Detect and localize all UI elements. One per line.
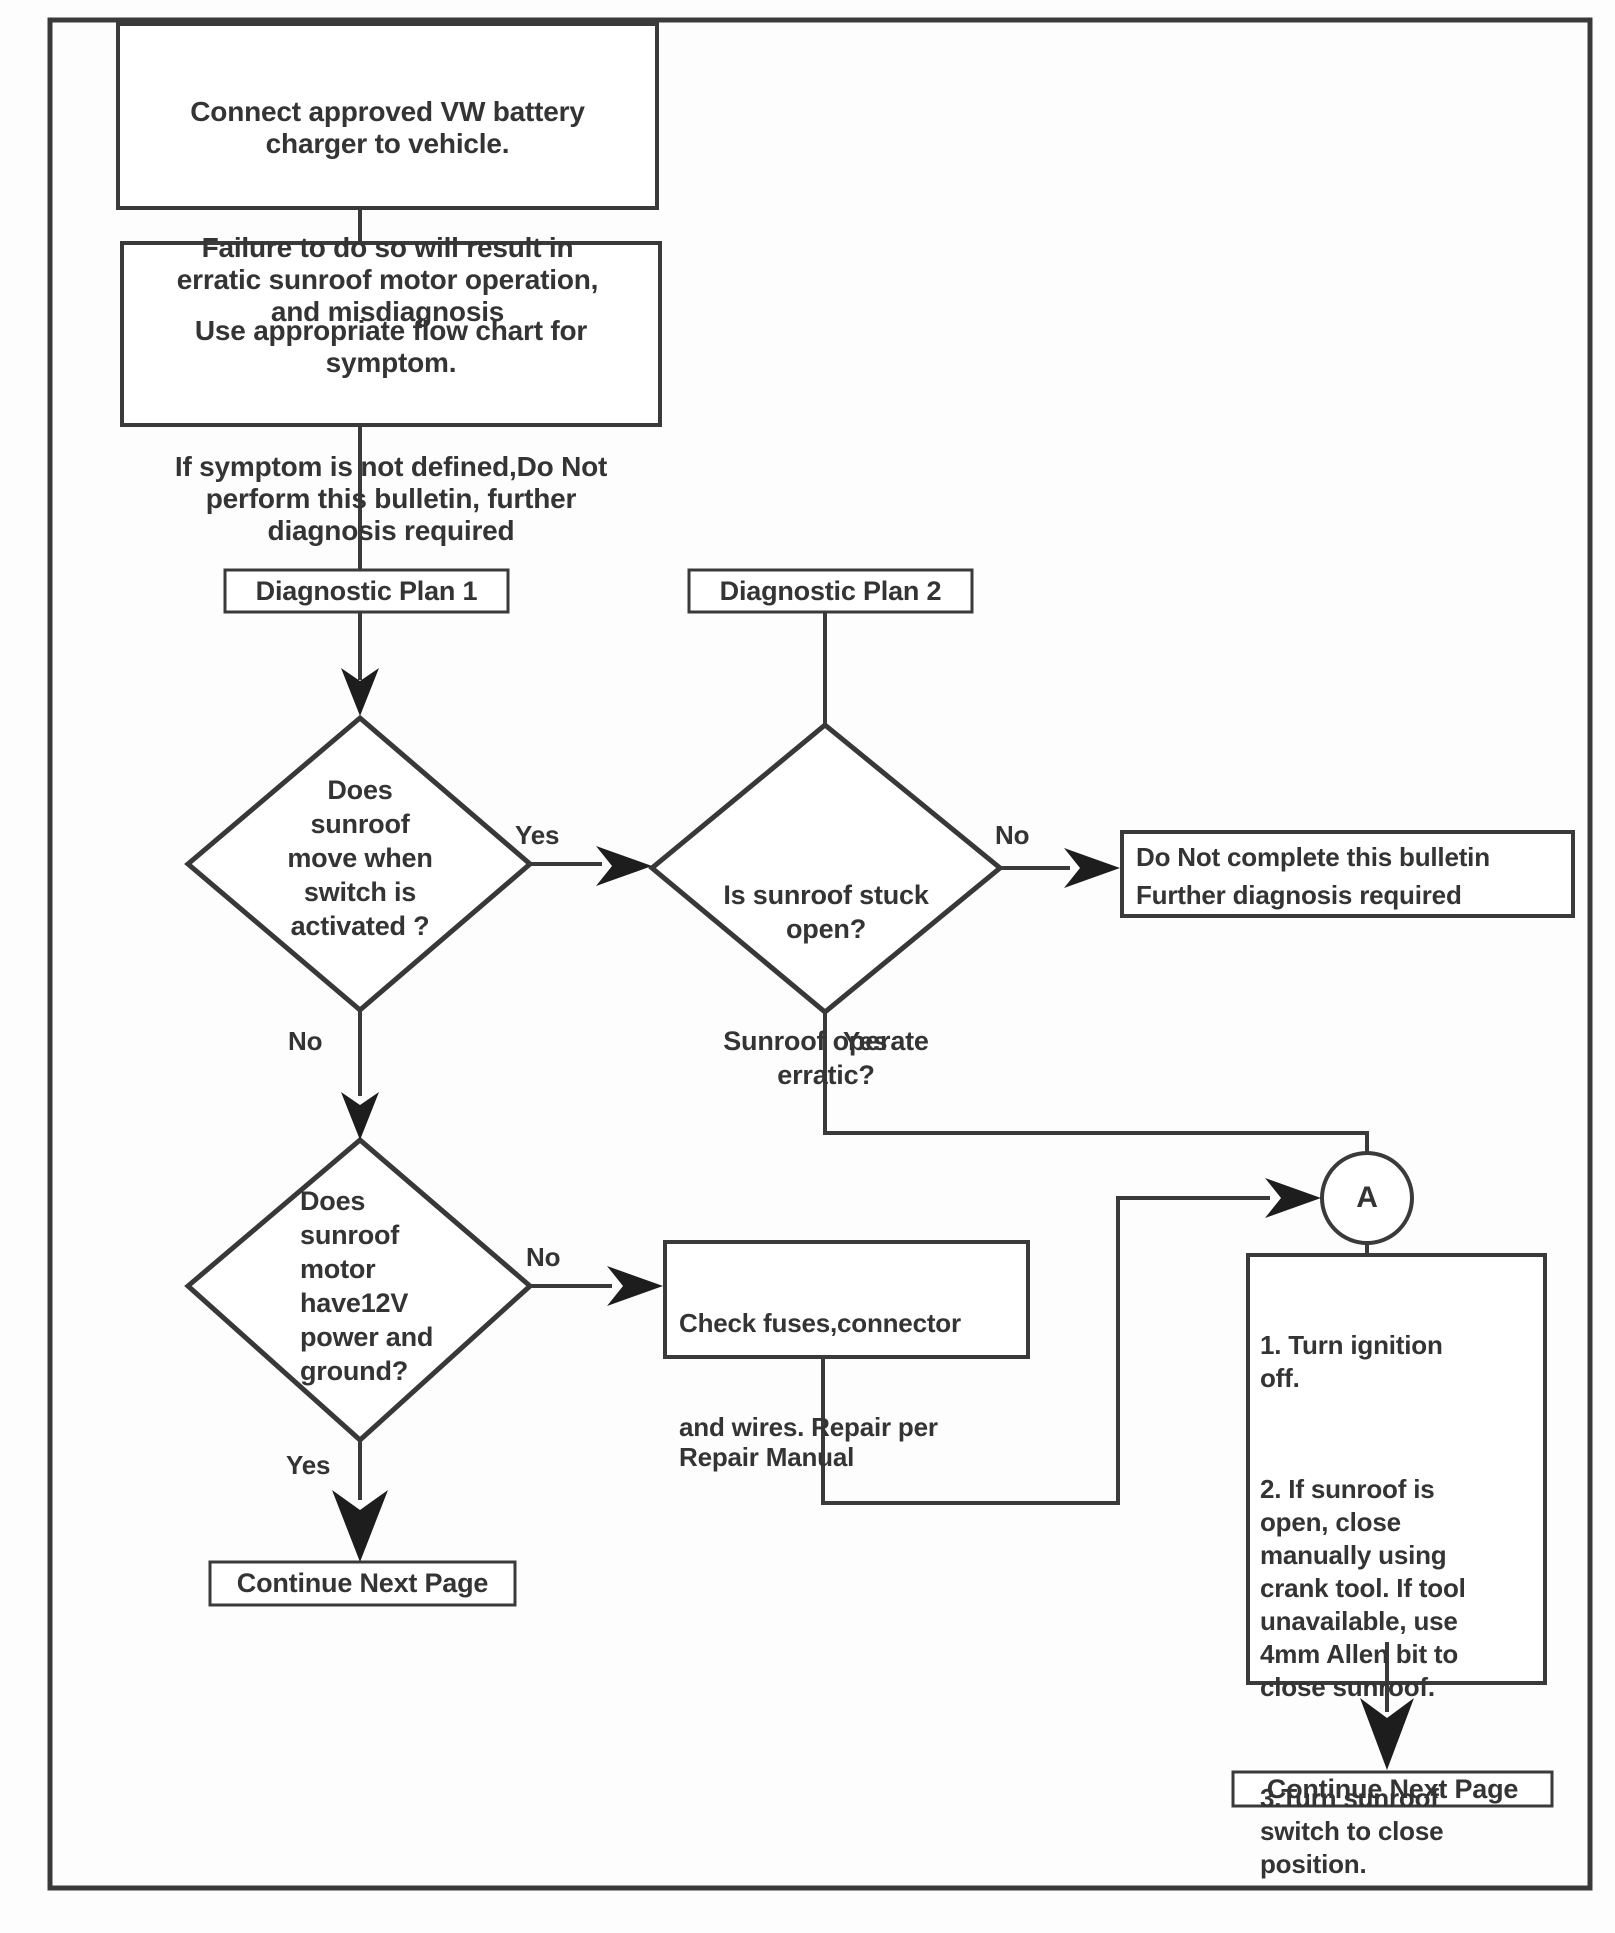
start-box-line1: Connect approved VW battery charger to v… — [190, 96, 585, 159]
plan2-label: Diagnostic Plan 2 — [719, 576, 942, 606]
symptom-box-line2: If symptom is not defined,Do Not perform… — [174, 451, 608, 546]
continue-right-outline — [1231, 1770, 1554, 1808]
start-box: Connect approved VW battery charger to v… — [118, 24, 657, 327]
symptom-box: Use appropriate flow chart for symptom. … — [122, 243, 660, 546]
decision-stuck-line1: Is sunroof stuck open? — [723, 880, 929, 944]
arrowhead-no-power-right — [607, 1266, 663, 1306]
arrowhead-steps-down — [1360, 1698, 1414, 1770]
link-yes-stuck-to-a — [823, 1012, 1369, 1155]
do-not-box: Do Not complete this bulletin Further di… — [1136, 842, 1490, 910]
check-fuses-line1: Check fuses,connector — [679, 1308, 961, 1338]
check-fuses-line2: and wires. Repair per Repair Manual — [679, 1412, 938, 1472]
label-no-move: No — [288, 1026, 323, 1056]
decision-move-text: Does sunroof move when switch is activat… — [287, 775, 433, 941]
steps-box-step1: 1. Turn ignition off. — [1260, 1330, 1443, 1393]
label-no-stuck: No — [995, 820, 1030, 850]
start-box-outline — [116, 22, 659, 210]
continue-left-outline — [208, 1560, 517, 1607]
plan1-outline — [223, 568, 510, 614]
arrowhead-yes-move-right — [596, 846, 652, 886]
outer-border — [47, 17, 1593, 1891]
decision-stuck-line2: Sunroof operate erratic? — [723, 1026, 929, 1090]
arrowhead-plan1-down — [341, 668, 379, 716]
decision-stuck-text: Is sunroof stuck open? Sunroof operate e… — [695, 810, 957, 1160]
continue-next-page-left: Continue Next Page — [236, 1568, 489, 1598]
plan2-outline — [687, 568, 974, 614]
start-box-line2: Failure to do so will result in erratic … — [176, 232, 599, 327]
symptom-box-outline — [120, 241, 662, 427]
arrowhead-fuses-to-a-right — [1265, 1178, 1321, 1218]
check-fuses-outline — [663, 1240, 1030, 1359]
check-fuses-box: Check fuses,connector and wires. Repair … — [665, 1242, 1028, 1472]
plan1-label: Diagnostic Plan 1 — [255, 576, 478, 606]
arrowhead-no-stuck-right — [1064, 848, 1120, 888]
arrowhead-no-move-down — [341, 1092, 379, 1140]
symptom-box-line1: Use appropriate flow chart for symptom. — [194, 315, 588, 378]
label-yes-move: Yes — [515, 820, 560, 850]
steps-box-step3: 3.Turn sunroof switch to close position. — [1260, 1783, 1444, 1879]
link-fuses-to-a — [821, 1196, 1270, 1505]
arrowhead-yes-power-down — [332, 1490, 388, 1562]
label-yes-stuck: Yes — [843, 1026, 888, 1056]
do-not-box-outline — [1120, 830, 1575, 918]
steps-box: 1. Turn ignition off. 2. If sunroof is o… — [1248, 1255, 1545, 1879]
steps-box-step2: 2. If sunroof is open, close manually us… — [1260, 1474, 1466, 1702]
continue-next-page-right: Continue Next Page — [1266, 1774, 1519, 1804]
label-no-power: No — [526, 1242, 561, 1272]
steps-box-outline — [1246, 1253, 1547, 1685]
decision-power-text: Does sunroof motor have12V power and gro… — [300, 1186, 434, 1386]
connector-a-label: A — [1356, 1181, 1378, 1214]
label-yes-power: Yes — [286, 1450, 331, 1480]
